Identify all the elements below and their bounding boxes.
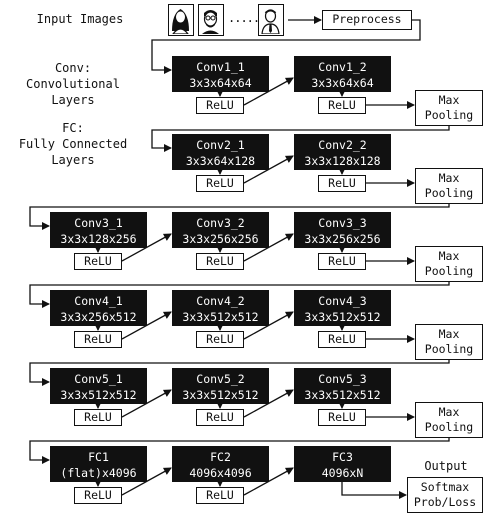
conv-label-line3: Layers xyxy=(51,93,95,107)
relu-box: ReLU xyxy=(196,97,244,114)
layer-name: Conv4_1 xyxy=(74,294,123,308)
layer-shape: 3x3x512x512 xyxy=(60,388,137,402)
relu-box: ReLU xyxy=(196,409,244,426)
layer-name: Conv2_2 xyxy=(318,138,367,152)
layer-shape: 3x3x256x512 xyxy=(60,310,137,324)
relu-box: ReLU xyxy=(318,409,366,426)
layer-name: Conv4_2 xyxy=(196,294,245,308)
layer-name: FC1 xyxy=(88,450,109,464)
fc-label-line3: Layers xyxy=(51,153,95,167)
layer-name: Conv5_3 xyxy=(318,372,367,386)
layer-name: Conv5_2 xyxy=(196,372,245,386)
relu-box: ReLU xyxy=(318,331,366,348)
input-images-label: Input Images xyxy=(36,12,124,26)
layer-name: Conv3_1 xyxy=(74,216,123,230)
conv-label-line2: Convolutional xyxy=(26,77,120,91)
conv3-2-block: Conv3_2 3x3x256x256 xyxy=(172,212,269,248)
layer-name: Conv1_2 xyxy=(318,60,367,74)
female-face-icon xyxy=(168,4,194,36)
conv1-2-block: Conv1_2 3x3x64x64 xyxy=(294,56,391,92)
fc1-block: FC1 (flat)x4096 xyxy=(50,446,147,482)
relu-box: ReLU xyxy=(196,331,244,348)
layer-shape: (flat)x4096 xyxy=(60,466,137,480)
layer-name: Conv1_1 xyxy=(196,60,245,74)
layer-name: FC3 xyxy=(332,450,353,464)
conv5-2-block: Conv5_2 3x3x512x512 xyxy=(172,368,269,404)
layer-shape: 4096xN xyxy=(321,466,364,480)
fc3-block: FC3 4096xN xyxy=(294,446,391,482)
conv4-1-block: Conv4_1 3x3x256x512 xyxy=(50,290,147,326)
layer-shape: 3x3x256x256 xyxy=(182,232,259,246)
conv-layers-label: Conv: Convolutional Layers xyxy=(8,60,138,108)
fc-label-line2: Fully Connected xyxy=(18,137,128,151)
layer-name: Conv3_2 xyxy=(196,216,245,230)
conv2-1-block: Conv2_1 3x3x64x128 xyxy=(172,134,269,170)
layer-name: Conv4_3 xyxy=(318,294,367,308)
relu-box: ReLU xyxy=(74,331,122,348)
layer-shape: 4096x4096 xyxy=(189,466,252,480)
conv4-3-block: Conv4_3 3x3x512x512 xyxy=(294,290,391,326)
conv-label-line1: Conv: xyxy=(54,61,92,75)
layer-name: Conv2_1 xyxy=(196,138,245,152)
layer-shape: 3x3x512x512 xyxy=(182,388,259,402)
layer-shape: 3x3x256x256 xyxy=(304,232,381,246)
male-face-tie-icon xyxy=(258,4,284,36)
male-face-glasses-icon xyxy=(198,4,224,36)
preprocess-box: Preprocess xyxy=(322,10,412,30)
relu-box: ReLU xyxy=(318,97,366,114)
layer-shape: 3x3x128x256 xyxy=(60,232,137,246)
fc-label-line1: FC: xyxy=(62,121,84,135)
relu-box: ReLU xyxy=(196,487,244,504)
layer-name: Conv5_1 xyxy=(74,372,123,386)
conv2-2-block: Conv2_2 3x3x128x128 xyxy=(294,134,391,170)
relu-box: ReLU xyxy=(318,253,366,270)
layer-shape: 3x3x128x128 xyxy=(304,154,381,168)
layer-name: FC2 xyxy=(210,450,231,464)
conv4-2-block: Conv4_2 3x3x512x512 xyxy=(172,290,269,326)
conv1-1-block: Conv1_1 3x3x64x64 xyxy=(172,56,269,92)
relu-box: ReLU xyxy=(196,175,244,192)
relu-box: ReLU xyxy=(196,253,244,270)
relu-box: ReLU xyxy=(318,175,366,192)
layer-shape: 3x3x512x512 xyxy=(182,310,259,324)
relu-box: ReLU xyxy=(74,253,122,270)
layer-shape: 3x3x512x512 xyxy=(304,310,381,324)
layer-shape: 3x3x64x64 xyxy=(311,76,374,90)
relu-box: ReLU xyxy=(74,409,122,426)
layer-name: Conv3_3 xyxy=(318,216,367,230)
fc-layers-label: FC: Fully Connected Layers xyxy=(8,120,138,168)
conv5-1-block: Conv5_1 3x3x512x512 xyxy=(50,368,147,404)
output-label: Output xyxy=(424,459,468,473)
layer-shape: 3x3x512x512 xyxy=(304,388,381,402)
layer-shape: 3x3x64x64 xyxy=(189,76,252,90)
relu-box: ReLU xyxy=(74,487,122,504)
conv3-3-block: Conv3_3 3x3x256x256 xyxy=(294,212,391,248)
layer-shape: 3x3x64x128 xyxy=(185,154,256,168)
conv5-3-block: Conv5_3 3x3x512x512 xyxy=(294,368,391,404)
conv3-1-block: Conv3_1 3x3x128x256 xyxy=(50,212,147,248)
fc2-block: FC2 4096x4096 xyxy=(172,446,269,482)
